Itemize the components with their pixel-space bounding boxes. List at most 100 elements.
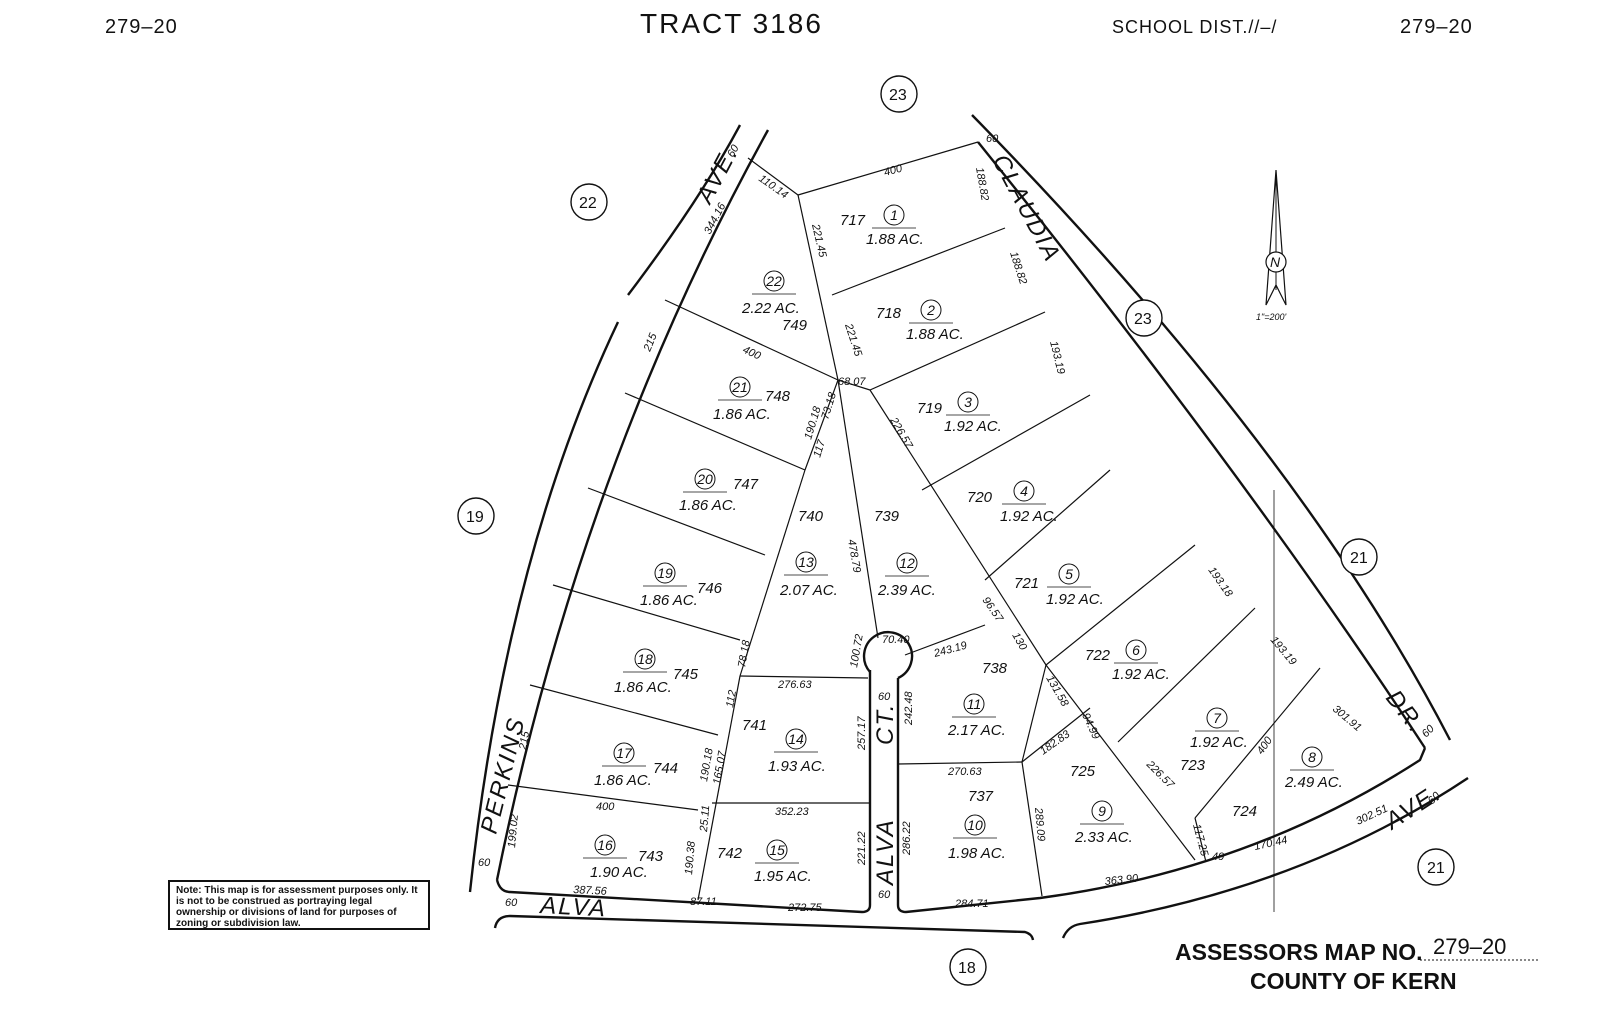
dim: 188.82 <box>973 166 991 201</box>
header-school-district: SCHOOL DIST.//–/ <box>1112 17 1277 37</box>
lot-number-circle <box>1125 639 1147 661</box>
svg-text:22: 22 <box>579 195 597 212</box>
lot-number-circle <box>896 552 918 574</box>
dim: 199.02 <box>506 814 521 849</box>
lot-21: 21 1.86 AC.748 <box>713 376 791 423</box>
road-label-alva-bottom: ALVA <box>538 892 608 923</box>
lot-2: 21.88 AC.718 <box>876 299 964 343</box>
dim: 400 <box>883 162 905 179</box>
alva-ave-se-edge <box>1061 777 1469 939</box>
lot-acreage: 2.49 AC. <box>1284 774 1343 791</box>
road-label-alva-ct-2: CT. <box>872 703 899 745</box>
north-arrow: N <box>1265 169 1287 306</box>
lot-apn: 737 <box>968 788 994 805</box>
lot-acreage: 2.17 AC. <box>947 722 1006 739</box>
lot-9: 92.33 AC.725 <box>1070 763 1133 846</box>
lot-apn: 747 <box>733 476 759 493</box>
dim: 100.72 <box>848 633 866 668</box>
assessment-note: Note: This map is for assessment purpose… <box>168 880 430 930</box>
svg-text:21: 21 <box>1350 550 1368 567</box>
dim: 25.11 <box>698 805 712 834</box>
dim: 78.18 <box>736 638 753 668</box>
lot-number-circle <box>763 270 785 292</box>
lot-acreage: 1.90 AC. <box>590 864 648 881</box>
header-tract-title: TRACT 3186 <box>640 8 823 39</box>
lot-4: 41.92 AC.720 <box>967 480 1058 525</box>
header-map-number-left: 279–20 <box>105 16 178 38</box>
road-label-alva-ct-1: ALVA <box>872 818 899 887</box>
lot-number: 22 <box>765 273 782 289</box>
dim: 226.57 <box>887 415 915 452</box>
lot-acreage: 1.92 AC. <box>1112 666 1170 683</box>
dim: 60 <box>878 889 891 901</box>
lot-17: 171.86 AC.744 <box>594 742 678 789</box>
lot-number-circle <box>613 742 635 764</box>
lot-apn: 724 <box>1232 803 1257 820</box>
lot-acreage: 2.22 AC. <box>741 300 800 317</box>
lot-number-circle <box>957 391 979 413</box>
lot-number: 1 <box>890 207 898 223</box>
lot-number: 21 <box>731 379 748 395</box>
dim: 112 <box>724 689 739 708</box>
dim: 188.82 <box>1007 250 1029 286</box>
lot-acreage: 1.92 AC. <box>1190 734 1248 751</box>
dim: 49 <box>1212 851 1224 863</box>
lot-acreage: 1.86 AC. <box>640 592 698 609</box>
dim: 301.91 <box>1330 703 1363 734</box>
dim: 190.38 <box>683 840 698 875</box>
dim: 117 <box>811 438 828 459</box>
lot-number: 8 <box>1308 749 1316 765</box>
lot-14: 141.93 AC.741 <box>742 717 826 775</box>
dim: 257.17 <box>856 715 868 751</box>
lot-acreage: 2.39 AC. <box>877 582 936 599</box>
road-label-ave-right: AVE. <box>1379 779 1447 836</box>
ave-top-outer-edge <box>627 124 742 296</box>
lot-apn: 749 <box>782 317 808 334</box>
dim: 344.16 <box>702 200 729 236</box>
dim: 60 <box>478 857 491 869</box>
dim: 73.18 <box>819 390 839 421</box>
lot-acreage: 1.92 AC. <box>944 418 1002 435</box>
lot-apn: 748 <box>765 388 791 405</box>
lot-1: 1 1.88 AC.717 <box>840 204 924 248</box>
dim: 289.09 <box>1032 806 1047 842</box>
lot-20: 201.86 AC.747 <box>679 468 759 514</box>
lot-acreage: 1.93 AC. <box>768 758 826 775</box>
dim: 96.57 <box>980 595 1006 625</box>
lot-15: 151.95 AC.742 <box>717 839 812 885</box>
dim: 215 <box>517 729 532 751</box>
lot-13: 132.07 AC.740 <box>779 508 838 599</box>
lot-number: 2 <box>926 302 935 318</box>
road-label-claudia: CLAUDIA <box>987 150 1066 267</box>
lot-acreage: 1.88 AC. <box>866 231 924 248</box>
assessors-map-number: 279–20 <box>1433 934 1506 959</box>
lot-number-circle <box>1013 480 1035 502</box>
lot-22: 22 2.22 AC.749 <box>741 270 808 334</box>
dim: 94.99 <box>1079 711 1102 741</box>
lot-acreage: 1.86 AC. <box>614 679 672 696</box>
lot-number-circle <box>964 814 986 836</box>
lot-number-circle <box>1091 800 1113 822</box>
lot-apn: 721 <box>1014 575 1039 592</box>
dim: 70.40 <box>882 634 910 646</box>
dim: 302.51 <box>1354 803 1390 828</box>
dim: 363.90 <box>1104 872 1140 888</box>
neighbor-map-23-top: 23 <box>880 75 918 113</box>
lot-number-circle <box>729 376 751 398</box>
lot-apn: 741 <box>742 717 767 734</box>
claudia-dr-outer-edge <box>971 114 1452 741</box>
lot-number: 9 <box>1098 803 1106 819</box>
lot-number: 17 <box>616 745 633 761</box>
lot-apn: 717 <box>840 212 866 229</box>
lot-number: 16 <box>597 837 613 853</box>
lot-apn: 738 <box>982 660 1008 677</box>
neighbor-map-21-bottom: 21 <box>1417 848 1455 886</box>
lot-acreage: 1.86 AC. <box>713 406 771 423</box>
lot-acreage: 1.92 AC. <box>1046 591 1104 608</box>
alva-ave-lot-edge <box>495 670 872 914</box>
lot-number-circle <box>654 562 676 584</box>
lot-apn: 740 <box>798 508 824 525</box>
lot-number: 3 <box>964 394 972 410</box>
svg-text:23: 23 <box>1134 311 1152 328</box>
